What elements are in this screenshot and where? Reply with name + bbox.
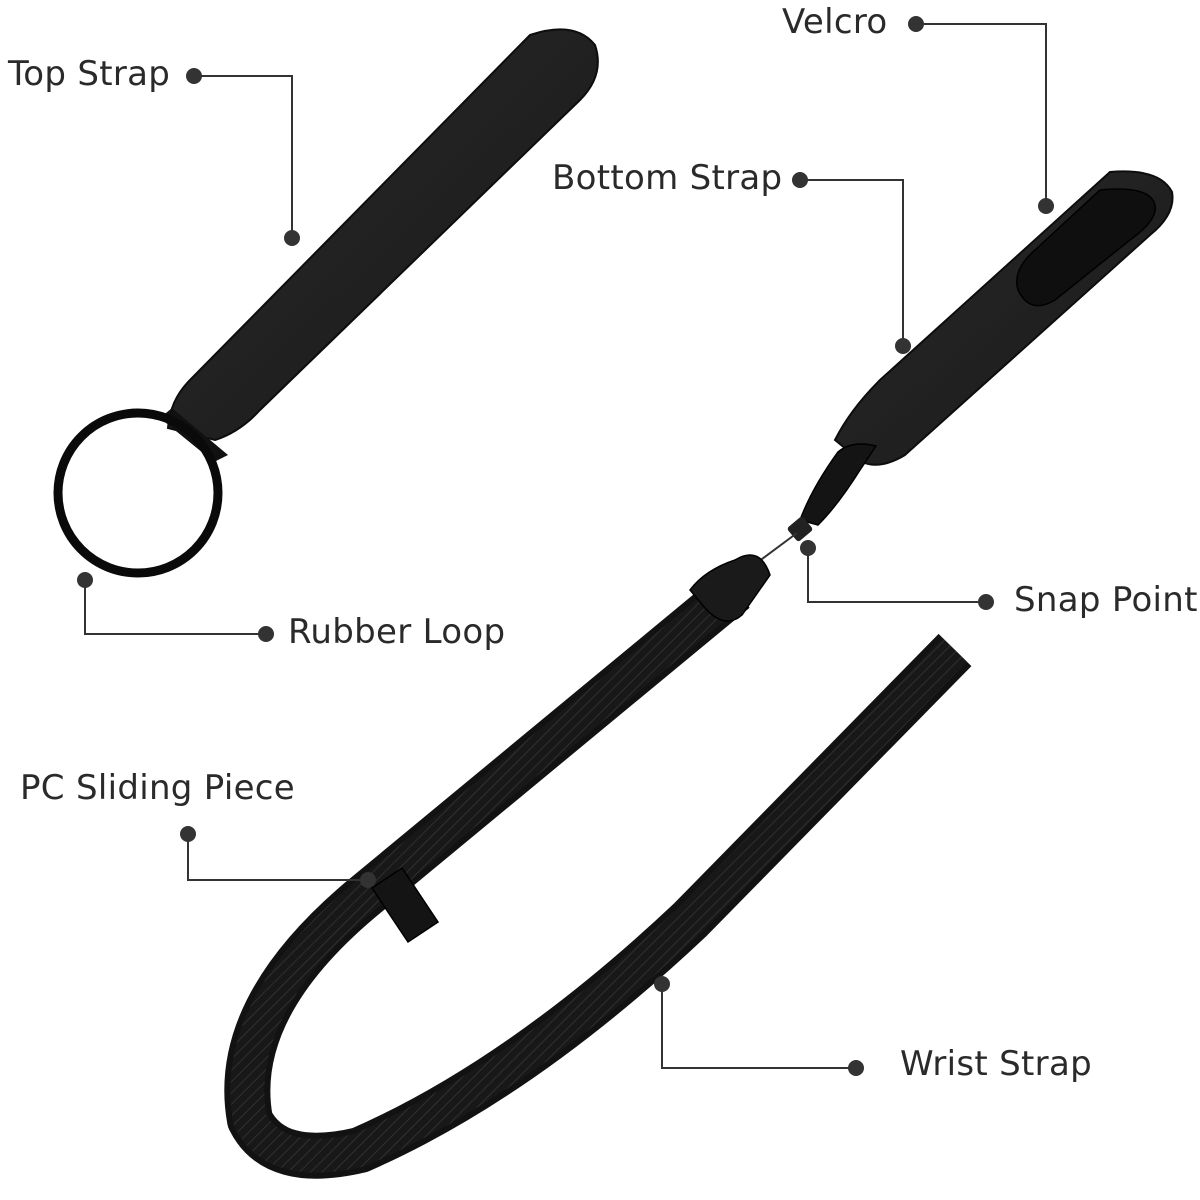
- label-snap-point: Snap Point: [1014, 580, 1198, 620]
- leader-wrist-strap: [661, 984, 856, 1069]
- leader-rubber-loop: [84, 580, 266, 635]
- label-wrist-strap: Wrist Strap: [900, 1044, 1092, 1084]
- cord-end-cap: [689, 554, 771, 622]
- leader-pc-sliding: [187, 834, 368, 881]
- dot-snap-point-label: [978, 594, 994, 610]
- bottom-strap-part: [787, 170, 1174, 542]
- snap-clip: [799, 443, 878, 526]
- dot-wrist-strap-label: [848, 1060, 864, 1076]
- top-strap-part: [53, 28, 599, 578]
- leader-velcro: [916, 23, 1047, 206]
- dot-bottom-strap-target: [895, 338, 911, 354]
- rubber-loop-ring: [53, 408, 223, 578]
- snap-cord: [757, 532, 798, 563]
- dot-pc-sliding-target: [360, 872, 376, 888]
- dot-top-strap-label: [186, 68, 202, 84]
- dot-velcro-target: [1038, 198, 1054, 214]
- label-pc-sliding-piece: PC Sliding Piece: [20, 768, 296, 808]
- leader-bottom-strap: [800, 179, 904, 346]
- dot-snap-point-target: [800, 540, 816, 556]
- label-bottom-strap: Bottom Strap: [552, 158, 783, 198]
- label-rubber-loop: Rubber Loop: [288, 612, 506, 652]
- velcro-patch: [1016, 188, 1157, 307]
- wrist-strap-part: [224, 554, 972, 1179]
- dot-velcro-label: [908, 16, 924, 32]
- wrist-strap-weave: [230, 576, 968, 1173]
- top-strap-body: [166, 28, 599, 442]
- leader-top-strap: [194, 75, 293, 238]
- dot-rubber-loop-label: [258, 626, 274, 642]
- leader-dots: [77, 16, 1054, 1076]
- dot-rubber-loop-target: [77, 572, 93, 588]
- dot-top-strap-target: [284, 230, 300, 246]
- leader-snap-point: [807, 548, 986, 603]
- dot-bottom-strap-label: [792, 172, 808, 188]
- label-velcro: Velcro: [782, 2, 888, 42]
- leader-lines: [84, 23, 1047, 1069]
- pc-sliding-piece-block: [370, 866, 440, 944]
- dot-wrist-strap-target: [654, 976, 670, 992]
- label-top-strap: Top Strap: [8, 54, 171, 94]
- dot-pc-sliding-label: [180, 826, 196, 842]
